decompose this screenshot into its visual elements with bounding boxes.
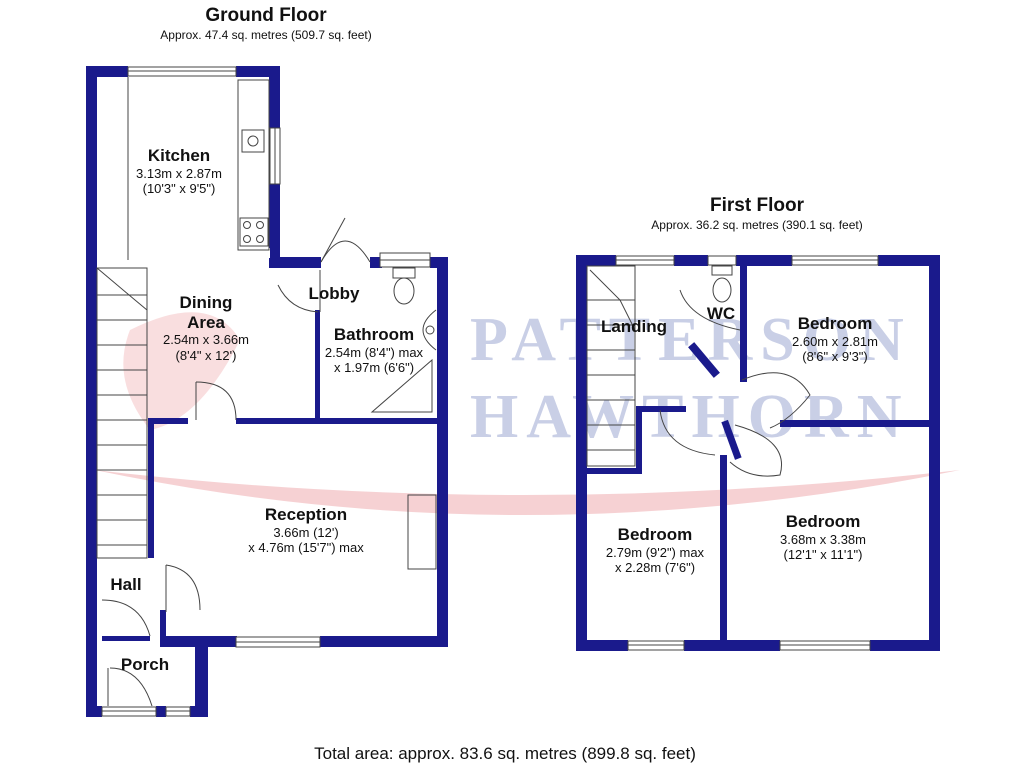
room-dimensions: 2.79m (9'2") max xyxy=(605,544,705,560)
reception-label: Reception 3.66m (12') x 4.76m (15'7") ma… xyxy=(248,505,363,556)
first-floor-fixtures xyxy=(586,255,879,651)
ground-floor-area: Approx. 47.4 sq. metres (509.7 sq. feet) xyxy=(160,28,372,42)
room-dimensions-imperial: (8'4" x 12') xyxy=(175,347,237,363)
room-dimensions: 2.54m x 3.66m xyxy=(163,332,249,348)
room-name: Bedroom xyxy=(785,512,861,531)
room-dimensions-imperial: (10'3" x 9'5") xyxy=(142,181,216,197)
landing-label: Landing xyxy=(600,317,668,336)
room-dimensions-imperial: (12'1" x 11'1") xyxy=(783,547,863,563)
bedroom-2-label: Bedroom 2.79m (9'2") max x 2.28m (7'6") xyxy=(606,525,704,576)
room-dimensions-2: x 1.97m (6'6") xyxy=(333,360,415,376)
hall-label: Hall xyxy=(110,575,142,594)
room-dimensions-2: x 2.28m (7'6") xyxy=(614,560,696,576)
bathroom-label: Bathroom 2.54m (8'4") max x 1.97m (6'6") xyxy=(325,325,423,376)
bedroom-1-label: Bedroom 2.60m x 2.81m (8'6" x 9'3") xyxy=(792,314,878,365)
room-name: Bedroom xyxy=(617,525,693,544)
room-name-line-2: Area xyxy=(187,312,225,332)
room-name: Dining xyxy=(179,293,233,312)
first-floor-title: First Floor xyxy=(710,195,804,216)
room-dimensions: 3.66m (12') xyxy=(273,524,339,540)
room-dimensions-imperial: (8'6" x 9'3") xyxy=(802,349,868,365)
first-floor-walls xyxy=(576,255,940,651)
room-dimensions: 2.60m x 2.81m xyxy=(792,333,878,349)
room-name: Kitchen xyxy=(147,146,211,165)
ground-floor-title: Ground Floor xyxy=(205,5,327,26)
dining-area-label: Dining Area 2.54m x 3.66m (8'4" x 12') xyxy=(163,293,249,363)
bedroom-3-label: Bedroom 3.68m x 3.38m (12'1" x 11'1") xyxy=(780,512,866,563)
watermark-line-2: HAWTHORN xyxy=(470,383,909,451)
watermark-line-1: PATTERSON xyxy=(470,306,912,374)
watermark-swoosh xyxy=(95,470,960,515)
porch-label: Porch xyxy=(120,655,170,674)
kitchen-label: Kitchen 3.13m x 2.87m (10'3" x 9'5") xyxy=(136,146,222,197)
total-area: Total area: approx. 83.6 sq. metres (899… xyxy=(314,744,696,763)
room-dimensions: 3.68m x 3.38m xyxy=(780,531,866,547)
watermark-leaf xyxy=(123,312,240,430)
room-name: Reception xyxy=(264,505,348,524)
watermark: PATTERSON HAWTHORN xyxy=(95,306,960,515)
wc-label: WC xyxy=(706,304,736,323)
room-name: Bedroom xyxy=(797,314,873,333)
room-dimensions: 3.13m x 2.87m xyxy=(136,165,222,181)
lobby-label: Lobby xyxy=(308,284,360,303)
room-dimensions-2: x 4.76m (15'7") max xyxy=(248,540,364,556)
room-dimensions: 2.54m (8'4") max xyxy=(324,344,424,360)
room-name: Bathroom xyxy=(333,325,415,344)
first-floor-area: Approx. 36.2 sq. metres (390.1 sq. feet) xyxy=(651,218,863,232)
ground-floor-fixtures xyxy=(96,66,437,717)
